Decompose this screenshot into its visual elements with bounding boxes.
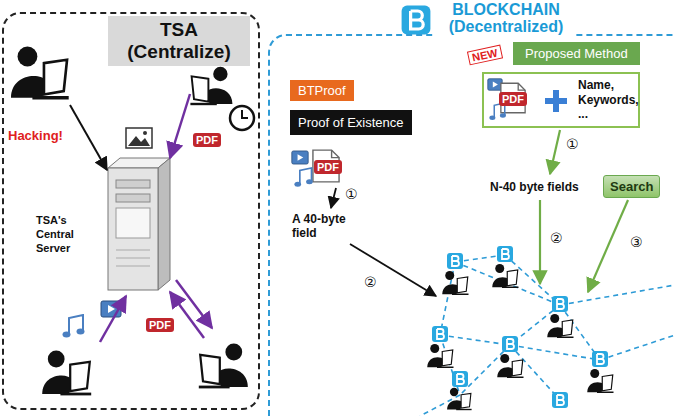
file-badge: PDF <box>499 92 527 106</box>
step-number: ③ <box>630 234 643 250</box>
plus-sign <box>545 90 567 112</box>
peer-node <box>427 326 453 367</box>
step-number: ① <box>345 186 358 202</box>
clock-icon <box>230 106 254 130</box>
service-tag: BTProof <box>290 80 354 101</box>
hacking-arrow <box>70 105 107 170</box>
peer-node <box>497 336 523 377</box>
system-panel: TSA (Centralize) TSA's Central Server <box>2 12 260 410</box>
upload-arrow <box>170 292 204 338</box>
step-number: ② <box>364 274 377 290</box>
service-tag: Proof of Existence <box>290 110 412 135</box>
node-text: TSA (Centralize) <box>108 16 250 66</box>
peer-node <box>447 371 472 410</box>
blockchain-logo <box>402 6 431 35</box>
peer-node <box>552 392 568 408</box>
node-text: Proof of Existence <box>298 115 404 130</box>
submit-arrow <box>350 244 436 296</box>
peer-node <box>547 296 573 337</box>
video-icon <box>488 79 502 91</box>
submit-arrow <box>550 130 560 174</box>
file-badge: PDF <box>193 133 221 147</box>
node-text: TSA's Central Server <box>36 214 104 255</box>
p2p-links <box>420 255 675 416</box>
timestamp-arrow <box>176 280 212 328</box>
search-arrow <box>588 200 628 292</box>
node-text: BLOCKCHAIN (Decentralized) <box>436 2 576 36</box>
upload-arrow <box>100 296 126 342</box>
field-note: A 40-byte field <box>292 212 364 241</box>
node-text: BTProof <box>298 83 346 98</box>
laptop-user <box>190 67 232 104</box>
node-text: Proposed Method <box>525 46 628 61</box>
new-badge: NEW <box>467 45 503 66</box>
submit-arrow <box>331 188 336 208</box>
laptop-user <box>11 47 69 98</box>
attack-label: Hacking! <box>8 128 63 143</box>
server-node: TSA's Central Server <box>36 214 104 255</box>
file-badge: PDF <box>146 318 174 332</box>
peer-node <box>492 246 518 287</box>
image-icon <box>126 128 152 148</box>
method-tag: Proposed Method <box>513 42 640 65</box>
music-icon <box>63 315 85 338</box>
music-icon <box>294 168 312 187</box>
step-number: ① <box>566 136 579 152</box>
field-note: N-40 byte fields <box>490 180 579 194</box>
laptop-user <box>199 344 248 387</box>
central-server <box>108 158 170 290</box>
submit-arrow <box>539 200 541 284</box>
node-text: Search <box>610 179 653 194</box>
peer-node <box>442 253 468 294</box>
peer-node <box>587 351 613 392</box>
search-button: Search <box>603 175 660 198</box>
node-text: Name, Keywords, ... <box>578 78 638 121</box>
step-number: ② <box>550 230 563 246</box>
laptop-user <box>42 351 91 394</box>
file-badge: PDF <box>314 160 342 174</box>
video-icon <box>292 151 308 164</box>
upload-arrow <box>170 94 190 158</box>
